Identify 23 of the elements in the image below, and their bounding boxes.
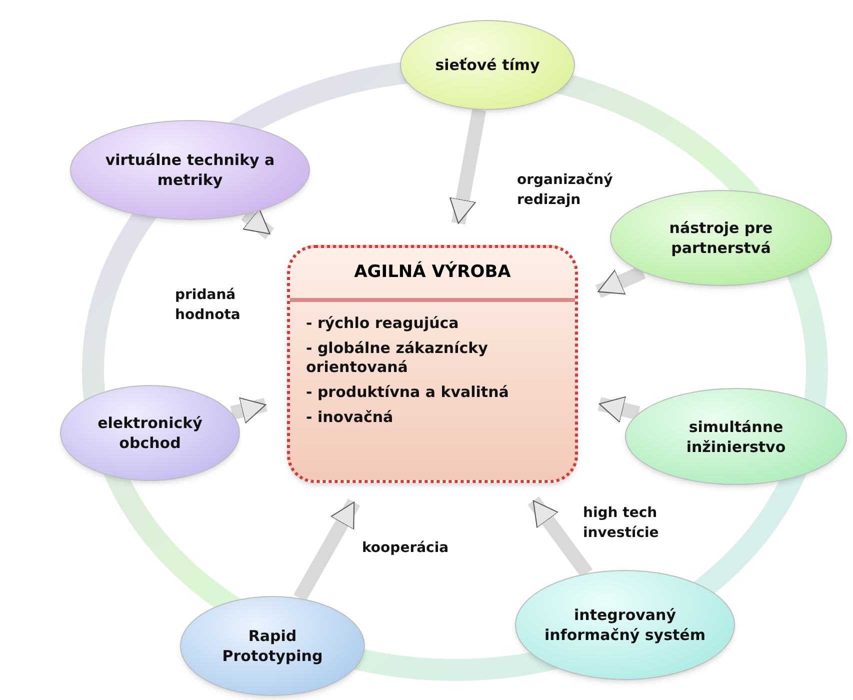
block-arrow xyxy=(230,397,268,424)
list-item: - globálne zákaznícky orientovaná xyxy=(306,338,489,376)
list-item: - inovačná xyxy=(306,408,394,426)
ellipse-label: sieťové tímy xyxy=(434,55,541,75)
block-arrow xyxy=(241,208,274,240)
ellipse-label: nástroje pre partnerstvá xyxy=(668,218,774,258)
relation-label: high tech investície xyxy=(583,504,660,543)
ellipse-label: integrovaný informačný systém xyxy=(544,605,706,645)
block-arrow xyxy=(595,266,646,298)
block-arrow xyxy=(598,396,640,423)
ellipse-label: Rapid Prototyping xyxy=(221,626,324,666)
relation-label: pridaná hodnota xyxy=(175,286,242,325)
ellipse-label: virtuálne techniky a metriky xyxy=(104,150,276,190)
box-heading: AGILNÁ VÝROBA xyxy=(290,248,575,302)
ellipse-label: elektronický obchod xyxy=(96,413,204,453)
list-item: - rýchlo reagujúca xyxy=(306,314,460,332)
relation-label: organizačný redizajn xyxy=(517,171,614,210)
relation-label: kooperácia xyxy=(362,539,450,558)
block-arrow xyxy=(294,498,360,602)
ellipse-label: simultánne inžinierstvo xyxy=(685,416,787,456)
block-arrow xyxy=(449,108,486,225)
central-box xyxy=(287,245,578,483)
list-item: - produktívna a kvalitná xyxy=(306,382,510,402)
